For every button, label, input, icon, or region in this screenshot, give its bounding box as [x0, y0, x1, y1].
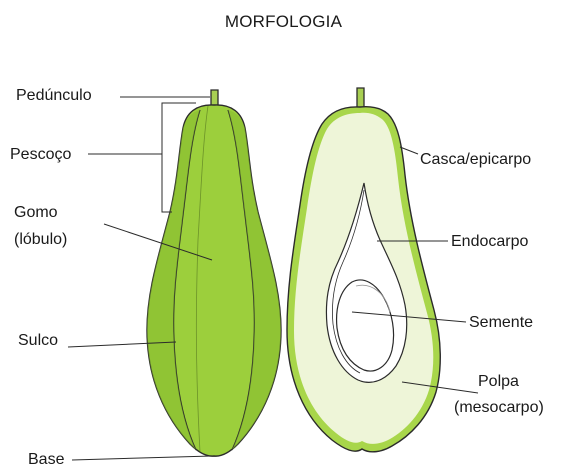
label-base: Base	[28, 450, 64, 469]
label-peduncle: Pedúnculo	[16, 86, 92, 105]
label-pulp-line1: Polpa	[478, 372, 519, 391]
whole-fruit	[147, 90, 281, 456]
label-seed: Semente	[469, 313, 533, 332]
label-segment-line1: Gomo	[14, 203, 58, 222]
label-segment-line2: (lóbulo)	[14, 230, 67, 249]
label-endocarp: Endocarpo	[451, 232, 528, 251]
label-groove: Sulco	[18, 331, 58, 350]
cross-section	[287, 88, 440, 452]
label-skin: Casca/epicarpo	[420, 150, 531, 169]
label-pulp-line2: (mesocarpo)	[454, 398, 544, 417]
label-neck: Pescoço	[10, 145, 71, 164]
section-peduncle	[357, 88, 364, 108]
peduncle	[211, 90, 218, 106]
leader-base	[72, 456, 212, 460]
